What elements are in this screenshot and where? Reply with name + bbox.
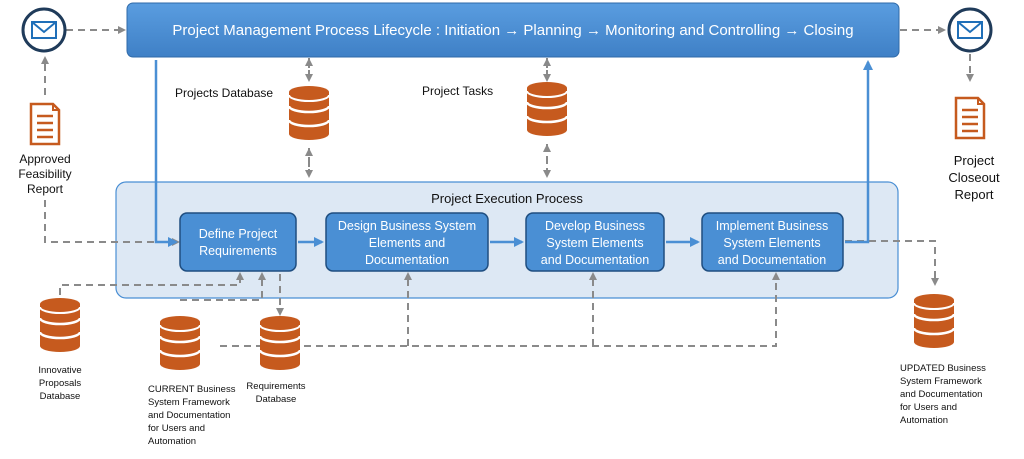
- step-define-line2: Requirements: [199, 244, 277, 258]
- projects-database-label: Projects Database: [175, 86, 273, 100]
- closeout-label-line3: Report: [954, 187, 993, 202]
- closeout-report-document-icon: [954, 96, 986, 140]
- project-tasks-label: Project Tasks: [422, 84, 493, 98]
- step-develop-elements: Develop Business System Elements and Doc…: [525, 212, 665, 272]
- step-design-line3: Documentation: [365, 253, 449, 267]
- requirements-label-line2: Database: [256, 394, 297, 405]
- feasibility-label-line3: Report: [27, 182, 64, 196]
- innovative-proposals-database-icon: [38, 296, 82, 354]
- blue-connectors: [154, 60, 873, 247]
- project-tasks-database-icon: [525, 80, 569, 138]
- current-framework-database-icon: [158, 314, 202, 372]
- current-label-line4: for Users and: [148, 423, 205, 434]
- mail-icon-right: [947, 7, 993, 53]
- requirements-label-line1: Requirements: [246, 381, 305, 392]
- innovative-label-line1: Innovative: [38, 365, 81, 376]
- step-implement-line2: System Elements: [723, 236, 820, 250]
- innovative-label-line2: Proposals: [39, 378, 81, 389]
- current-label-line1: CURRENT Business: [148, 384, 236, 395]
- updated-label-line5: Automation: [900, 415, 948, 426]
- closeout-label-line1: Project: [954, 153, 995, 168]
- step-implement-line3: and Documentation: [718, 253, 826, 267]
- step-develop-line2: System Elements: [546, 236, 643, 250]
- current-label-line5: Automation: [148, 436, 196, 447]
- feasibility-report-document-icon: [29, 102, 61, 146]
- innovative-label-line3: Database: [40, 391, 81, 402]
- execution-title: Project Execution Process: [431, 191, 583, 206]
- current-label-line3: and Documentation: [148, 410, 230, 421]
- feasibility-label-line2: Feasibility: [18, 167, 71, 181]
- requirements-database-icon: [258, 314, 302, 372]
- projects-database-icon: [287, 84, 331, 142]
- step-define-line1: Define Project: [199, 227, 278, 241]
- lifecycle-header-bar: [126, 2, 900, 58]
- mail-icon-left: [21, 7, 67, 53]
- updated-label-line4: for Users and: [900, 402, 957, 413]
- step-implement-line1: Implement Business: [716, 219, 829, 233]
- updated-framework-database-icon: [912, 292, 956, 350]
- dashed-connectors: [41, 26, 974, 347]
- closeout-label-line2: Closeout: [948, 170, 1000, 185]
- step-develop-line1: Develop Business: [545, 219, 645, 233]
- step-implement-elements: Implement Business System Elements and D…: [701, 212, 844, 272]
- updated-label-line2: System Framework: [900, 376, 982, 387]
- step-design-line1: Design Business System: [338, 219, 476, 233]
- updated-label-line1: UPDATED Business: [900, 363, 986, 374]
- step-develop-line3: and Documentation: [541, 253, 649, 267]
- feasibility-label-line1: Approved: [19, 152, 70, 166]
- updated-label-line3: and Documentation: [900, 389, 982, 400]
- lifecycle-title: Project Management Process Lifecycle : I…: [172, 22, 853, 39]
- current-label-line2: System Framework: [148, 397, 230, 408]
- step-design-elements: Design Business System Elements and Docu…: [325, 212, 489, 272]
- step-define-requirements: Define Project Requirements: [179, 212, 297, 272]
- step-design-line2: Elements and: [369, 236, 445, 250]
